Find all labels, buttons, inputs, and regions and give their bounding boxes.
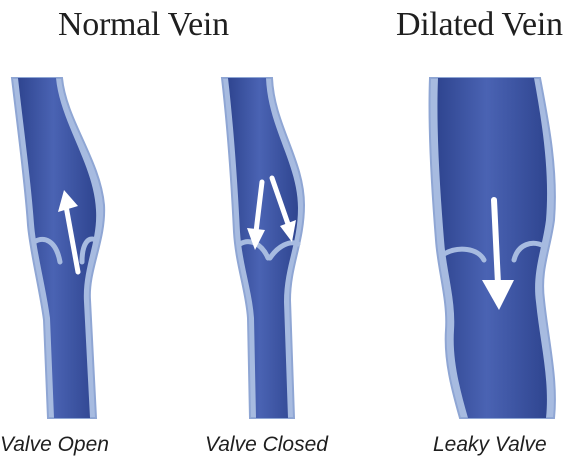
- vein-valve-open: [12, 78, 104, 418]
- vein-valve-closed: [222, 78, 304, 418]
- caption-leaky-valve: Leaky Valve: [433, 433, 547, 457]
- vein-leaky-valve: [429, 78, 554, 418]
- flow-arrow-down: [494, 200, 498, 284]
- caption-valve-open: Valve Open: [0, 433, 109, 457]
- caption-valve-closed: Valve Closed: [205, 433, 328, 457]
